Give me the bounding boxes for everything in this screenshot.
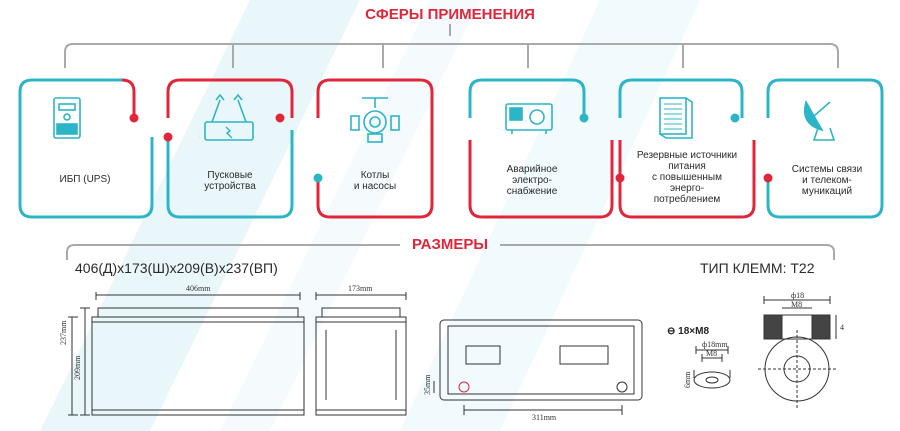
server-rack-icon <box>659 97 693 139</box>
card-label-valve: Котлы и насосы <box>353 170 397 192</box>
terminal-side-view <box>693 346 731 389</box>
satellite-dish-icon <box>803 99 836 141</box>
dim-m8: M8 <box>706 349 717 358</box>
dim-t-h: 4 <box>840 323 844 332</box>
dim-t-m8: M8 <box>791 300 802 309</box>
ups-icon <box>53 97 81 139</box>
dim-t-d18: ф18 <box>791 291 804 300</box>
bolt-spec: ⊖ 18×M8 <box>667 326 709 337</box>
card-label-jumper: Пусковые устройства <box>204 170 256 192</box>
dim-terminal-height: 35mm <box>423 374 432 395</box>
terminal-type: ТИП КЛЕММ: T22 <box>700 260 815 276</box>
card-label-satellite: Системы связи и телеком- муникаций <box>791 164 863 197</box>
card-valve <box>313 78 434 219</box>
dim-width: 173mm <box>348 284 373 293</box>
dimensions-title: РАЗМЕРЫ <box>411 236 489 253</box>
card-label-server: Резервные источники питания с повышенным… <box>636 150 738 205</box>
dim-side-h: 6mm <box>683 371 692 388</box>
card-jumper <box>163 78 294 219</box>
card-ups <box>18 78 154 219</box>
applications-title: СФЕРЫ ПРИМЕНЕНИЯ <box>365 6 535 23</box>
top-view <box>433 319 643 415</box>
terminal-top-view <box>758 296 837 410</box>
generator-icon <box>505 103 553 134</box>
card-label-ups: ИБП (UPS) <box>59 174 111 185</box>
dim-height-total: 237mm <box>59 320 68 345</box>
valve-pipe-icon <box>350 97 400 143</box>
front-view <box>68 292 305 416</box>
dim-height-body: 209mm <box>73 355 82 380</box>
card-server <box>615 78 756 219</box>
jumper-cables-icon <box>204 93 254 141</box>
dim-diam18: ф18mm <box>702 340 728 349</box>
card-generator <box>468 78 614 219</box>
side-view <box>315 292 407 416</box>
card-satellite <box>763 78 884 219</box>
card-label-generator: Аварийное электро- снабжение <box>506 164 558 197</box>
size-spec: 406(Д)x173(Ш)x209(В)x237(ВП) <box>75 260 278 276</box>
dim-terminal-spacing: 311mm <box>532 413 557 422</box>
dim-length: 406mm <box>186 284 211 293</box>
